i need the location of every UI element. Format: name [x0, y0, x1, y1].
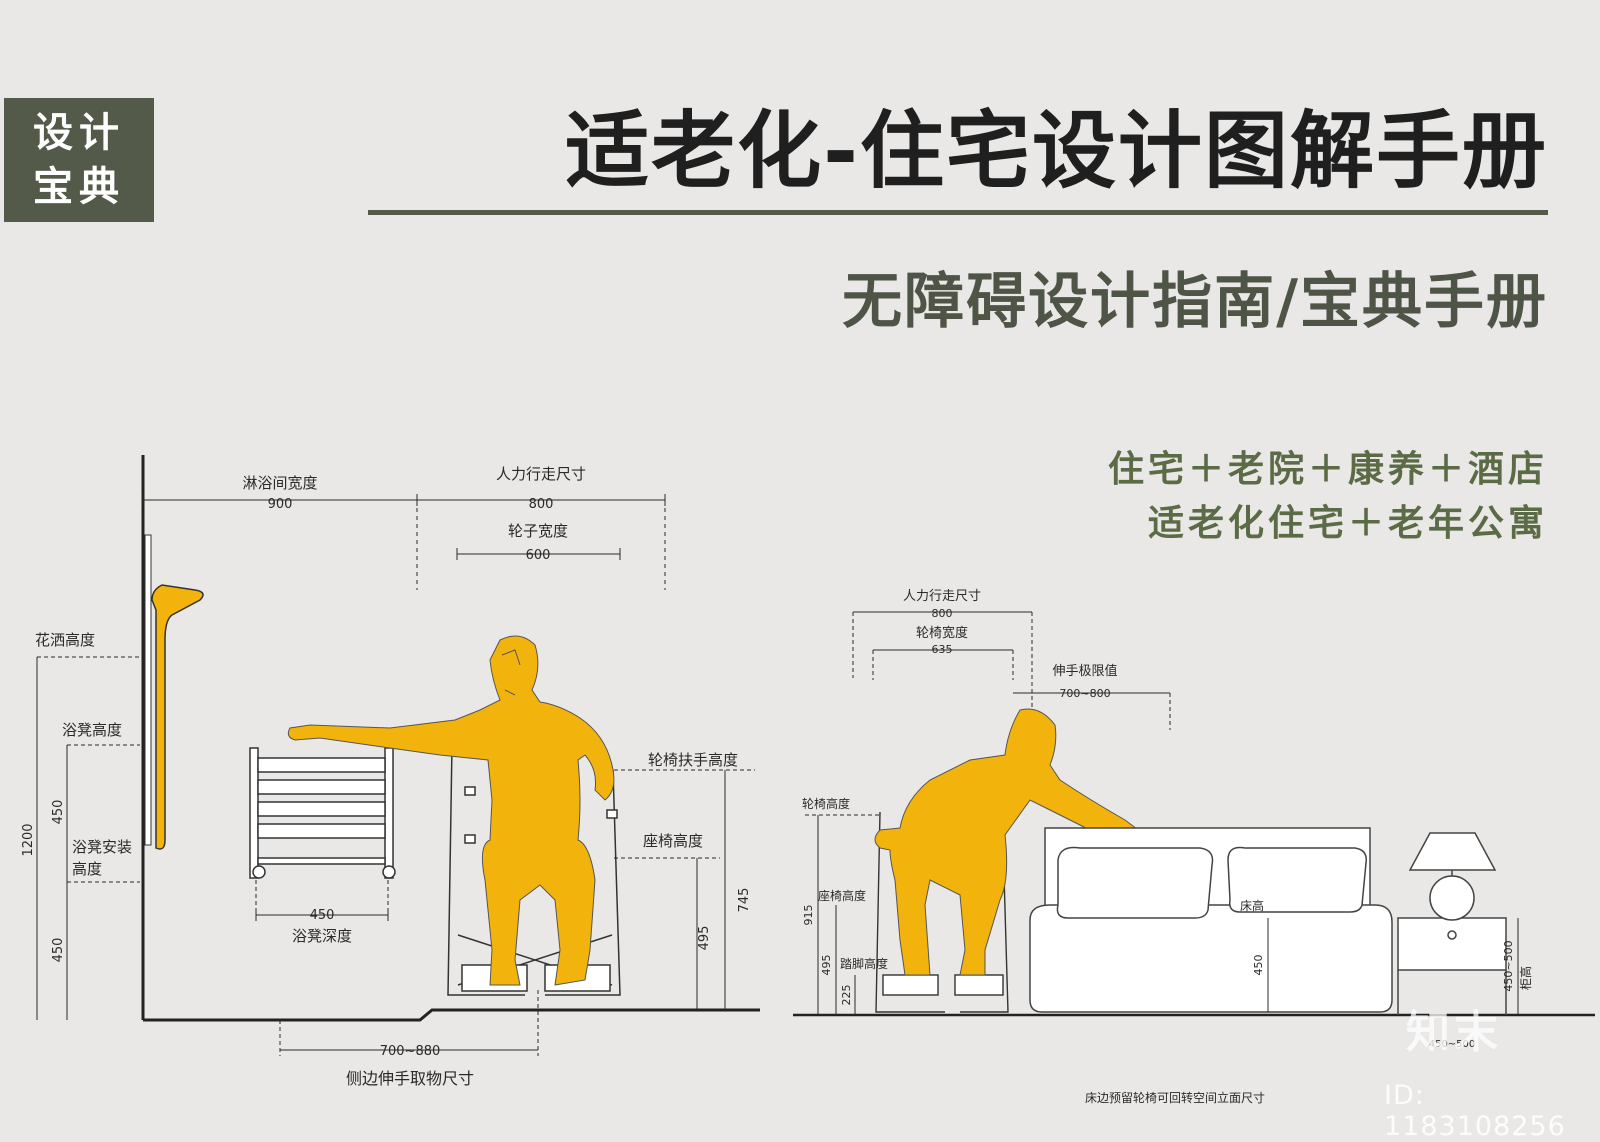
dim-745-value: 745 [737, 888, 752, 913]
lamp-icon [1408, 832, 1497, 921]
seat-height-label: 座椅高度 [643, 832, 703, 850]
cabinet-height-label: 柜高 [1518, 966, 1533, 990]
floor-line [143, 1008, 760, 1022]
chair-height-label: 轮椅高度 [802, 796, 850, 811]
stool-install-label-1: 浴凳安装 [72, 838, 132, 856]
face-detail [501, 649, 521, 696]
walk-width-label: 人力行走尺寸 [496, 465, 586, 483]
chair-width-label: 轮椅宽度 [916, 625, 968, 641]
wheelchair-icon [875, 811, 1009, 1013]
right-caption: 床边预留轮椅可回转空间立面尺寸 [1085, 1090, 1265, 1105]
bed-height-label: 床高 [1240, 898, 1264, 913]
reach-limit-value: 700~800 [1059, 687, 1110, 700]
dim-225-value: 225 [840, 985, 853, 1006]
walk-width-value: 800 [529, 497, 554, 512]
cabinet-height-value: 450~500 [1502, 940, 1515, 991]
stool-depth-label: 浴凳深度 [292, 927, 352, 945]
stool-height-label: 浴凳高度 [62, 721, 122, 739]
badge-line-1: 设计 [33, 110, 125, 156]
stool-depth-value: 450 [310, 908, 335, 923]
side-reach-value: 700~880 [380, 1044, 441, 1059]
dim-495-value: 495 [820, 955, 833, 976]
dim-1200-value: 1200 [21, 823, 36, 856]
badge-line-2: 宝典 [33, 164, 125, 210]
stool-install-label-2: 高度 [72, 860, 102, 878]
footrest-height-label: 踏脚高度 [840, 956, 888, 971]
walk-width-label: 人力行走尺寸 [903, 589, 981, 604]
shower-width-label: 淋浴间宽度 [242, 474, 317, 492]
tagline-2: 适老化住宅＋老年公寓 [1147, 502, 1548, 544]
page-title: 适老化-住宅设计图解手册 [565, 102, 1548, 200]
nightstand-icon [1397, 917, 1507, 1015]
shower-head-height-label: 花洒高度 [35, 631, 95, 649]
page-subtitle: 无障碍设计指南/宝典手册 [842, 267, 1548, 337]
wheel-width-value: 600 [526, 548, 551, 563]
bed-icon [1029, 827, 1393, 1013]
dim-450-upper-value: 450 [51, 800, 66, 825]
right-seat-height-label: 座椅高度 [818, 888, 866, 903]
shower-width-value: 900 [268, 497, 293, 512]
chair-width-value: 635 [932, 643, 953, 656]
shower-head-icon [144, 534, 204, 850]
right-diagram: 人力行走尺寸 800 轮椅宽度 635 伸手极限值 700~800 轮椅高度 座… [793, 589, 1595, 1105]
shower-stool-icon [249, 747, 396, 879]
wheel-width-label: 轮子宽度 [508, 522, 568, 540]
badge: 设计 宝典 [4, 98, 154, 222]
walk-width-value: 800 [932, 607, 953, 620]
title-rule [368, 210, 1548, 215]
dim-450-lower-value: 450 [51, 938, 66, 963]
side-reach-label: 侧边伸手取物尺寸 [346, 1069, 474, 1088]
left-diagram: 淋浴间宽度 900 人力行走尺寸 800 轮子宽度 600 花洒高度 浴凳高度 … [21, 455, 760, 1088]
reach-limit-label: 伸手极限值 [1052, 663, 1117, 679]
watermark-id: ID: 1183108256 [1384, 1080, 1566, 1142]
armrest-height-label: 轮椅扶手高度 [648, 751, 738, 769]
right-dim-450-value: 450 [1252, 955, 1265, 976]
cabinet-bottom-value: 450~500 [1429, 1039, 1476, 1050]
seated-person-figure [287, 635, 615, 986]
dim-915-value: 915 [802, 905, 815, 926]
watermark-logo: 知末 [1406, 1007, 1502, 1058]
dim-495-value: 495 [697, 926, 712, 951]
tagline-1: 住宅＋老院＋康养＋酒店 [1107, 448, 1548, 490]
leaning-person-figure [874, 708, 1161, 976]
